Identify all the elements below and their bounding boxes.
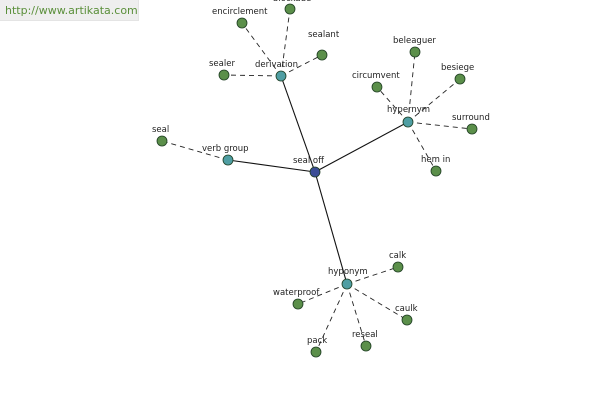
node-hyponym[interactable]	[341, 278, 353, 290]
node-calk[interactable]	[392, 261, 404, 273]
edge-seal-off-derivation	[280, 75, 316, 173]
edge-hyponym-reseal	[346, 283, 367, 347]
edge-derivation-encirclement	[241, 22, 282, 77]
label-derivation[interactable]: derivation	[255, 60, 298, 70]
node-waterproof[interactable]	[292, 298, 304, 310]
label-hem-in[interactable]: hem in	[421, 155, 450, 165]
label-hyponym[interactable]: hyponym	[328, 267, 368, 277]
node-seal[interactable]	[156, 135, 168, 147]
edge-seal-off-verb-group	[227, 159, 316, 173]
edge-hyponym-caulk	[346, 283, 408, 321]
edge-hypernym-circumvent	[376, 86, 409, 123]
edge-derivation-blockade	[280, 8, 291, 77]
label-waterproof[interactable]: waterproof	[273, 288, 320, 298]
label-seal[interactable]: seal	[152, 125, 169, 135]
label-caulk[interactable]: caulk	[395, 304, 418, 314]
node-pack[interactable]	[310, 346, 322, 358]
node-surround[interactable]	[466, 123, 478, 135]
edge-hypernym-surround	[407, 121, 473, 130]
edge-hyponym-pack	[315, 283, 348, 353]
label-pack[interactable]: pack	[307, 336, 327, 346]
label-circumvent[interactable]: circumvent	[352, 71, 400, 81]
edge-verb-group-seal	[161, 140, 229, 161]
node-beleaguer[interactable]	[409, 46, 421, 58]
label-besiege[interactable]: besiege	[441, 63, 474, 73]
node-circumvent[interactable]	[371, 81, 383, 93]
label-calk[interactable]: calk	[389, 251, 406, 261]
node-verb-group[interactable]	[222, 154, 234, 166]
edge-derivation-sealer	[223, 74, 282, 77]
label-sealant[interactable]: sealant	[308, 30, 340, 40]
edge-derivation-sealant	[280, 54, 323, 77]
node-sealer[interactable]	[218, 69, 230, 81]
label-surround[interactable]: surround	[452, 113, 490, 123]
label-hypernym[interactable]: hypernym	[387, 105, 430, 115]
label-reseal[interactable]: reseal	[352, 330, 378, 340]
node-reseal[interactable]	[360, 340, 372, 352]
node-seal-off[interactable]	[309, 166, 321, 178]
edge-seal-off-hyponym	[314, 171, 348, 285]
node-hem-in[interactable]	[430, 165, 442, 177]
label-verb-group[interactable]: verb group	[202, 144, 249, 154]
label-beleaguer[interactable]: beleaguer	[393, 36, 436, 46]
node-caulk[interactable]	[401, 314, 413, 326]
label-sealer[interactable]: sealer	[209, 59, 235, 69]
node-derivation[interactable]	[275, 70, 287, 82]
edge-hypernym-besiege	[407, 78, 461, 123]
label-encirclement[interactable]: encirclement	[212, 7, 268, 17]
watermark-link[interactable]: http://www.artikata.com	[5, 4, 138, 17]
node-encirclement[interactable]	[236, 17, 248, 29]
edge-hypernym-beleaguer	[407, 51, 416, 123]
edge-hypernym-hem-in	[407, 121, 437, 172]
node-sealant[interactable]	[316, 49, 328, 61]
node-hypernym[interactable]	[402, 116, 414, 128]
node-blockade[interactable]	[284, 3, 296, 15]
nodes-layer	[156, 3, 478, 358]
edges-layer	[161, 8, 473, 353]
labels-layer: seal off derivation hypernym verb group hypo…	[152, 0, 490, 346]
node-besiege[interactable]	[454, 73, 466, 85]
label-blockade[interactable]: blockade	[273, 0, 311, 4]
watermark-banner[interactable]: http://www.artikata.com	[0, 0, 139, 21]
edge-seal-off-hypernym	[314, 121, 409, 173]
label-seal-off[interactable]: seal off	[293, 156, 325, 166]
